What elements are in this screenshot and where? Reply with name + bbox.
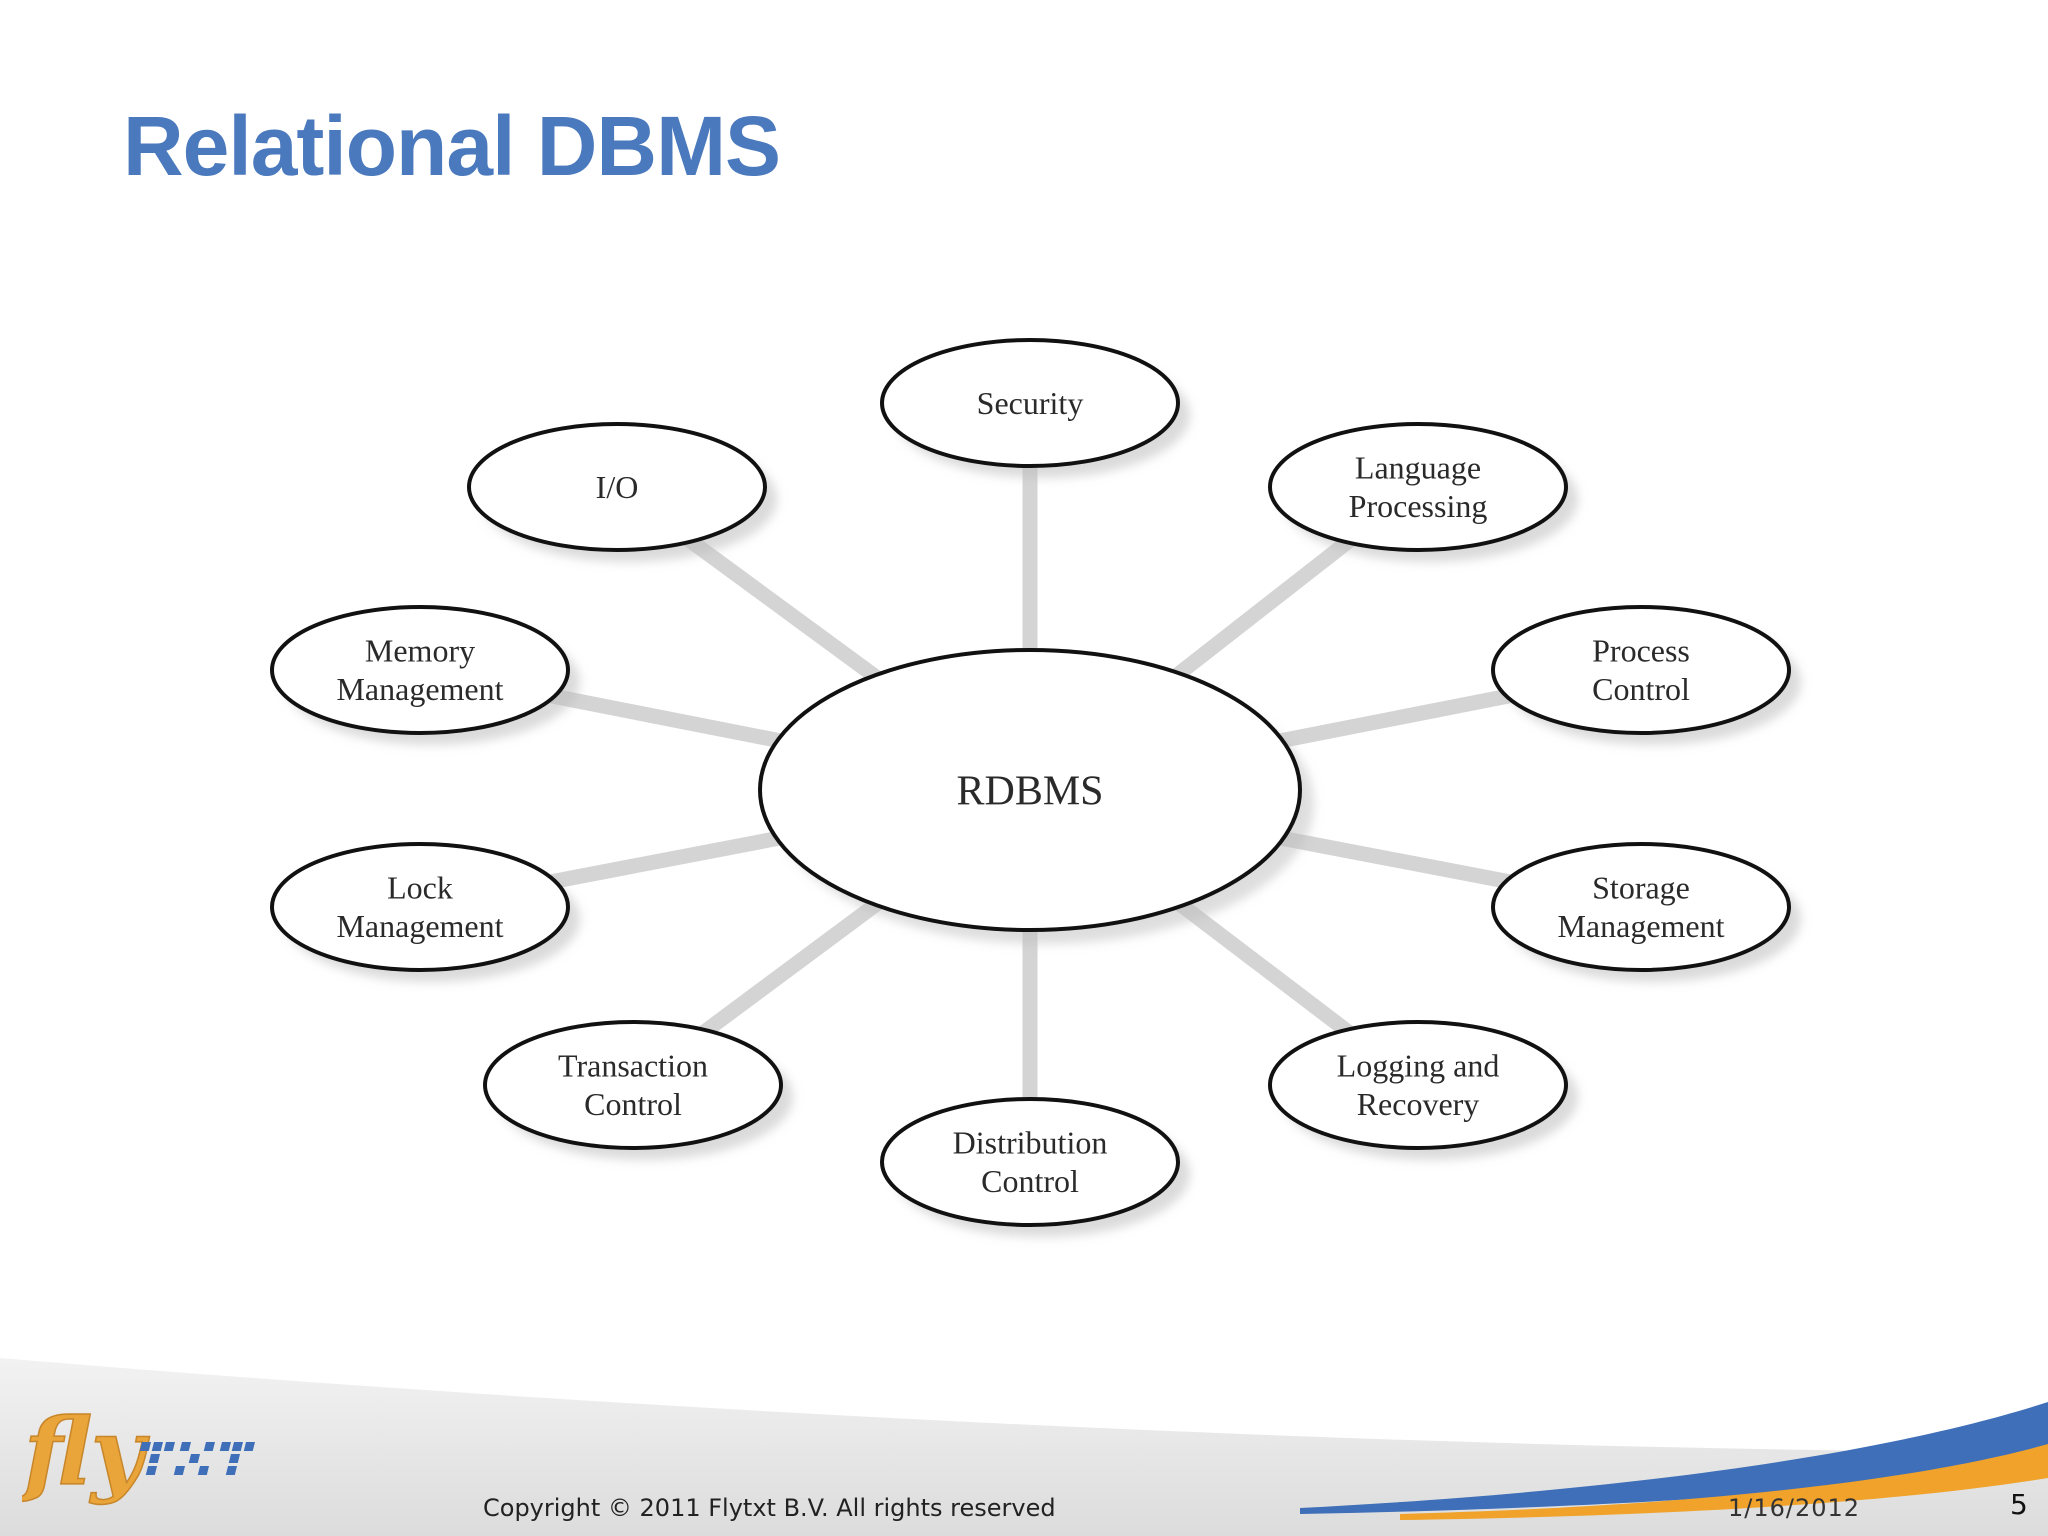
center-label-line: RDBMS (956, 768, 1103, 814)
svg-text:fly: fly (22, 1398, 150, 1506)
node-ellipse (1491, 842, 1791, 972)
node-ellipse (483, 1020, 783, 1150)
node-security-label-line: Security (977, 385, 1084, 421)
node-memory-management-label-line: Management (336, 671, 503, 707)
slide-title: Relational DBMS (123, 99, 781, 193)
node-ellipse (467, 422, 767, 552)
node-logging-and-recovery-label-line: Recovery (1357, 1086, 1480, 1122)
node-ellipse (1491, 605, 1791, 735)
flytxt-logo: fly (22, 1397, 255, 1507)
node-distribution-control-label-line: Distribution (953, 1125, 1108, 1161)
node-transaction-control-label-line: Control (584, 1086, 682, 1122)
node-storage-management-label-line: Storage (1592, 870, 1690, 906)
footer-orange-stripe (1400, 1444, 2048, 1520)
slide-date: 1/16/2012 (1728, 1494, 1861, 1522)
center-node: RDBMS (758, 648, 1314, 944)
node-process-control-label-line: Process (1592, 633, 1690, 669)
node-security: Security (880, 338, 1190, 478)
node-ellipse (880, 338, 1180, 468)
node-ellipse (270, 605, 570, 735)
node-language-processing-label-line: Language (1355, 450, 1481, 486)
node-process-control-label-line: Control (1592, 671, 1690, 707)
node-ellipse (270, 842, 570, 972)
copyright-text: Copyright © 2011 Flytxt B.V. All rights … (483, 1494, 1056, 1522)
page-number: 5 (2010, 1488, 2028, 1521)
node-ellipse (1268, 1020, 1568, 1150)
node-memory-management-label-line: Memory (365, 633, 475, 669)
node-distribution-control-label-line: Control (981, 1163, 1079, 1199)
node-ellipse (1268, 422, 1568, 552)
center-ellipse (758, 648, 1302, 932)
node-transaction-control-label-line: Transaction (558, 1048, 708, 1084)
node-io-label-line: I/O (596, 469, 639, 505)
node-language-processing-label-line: Processing (1349, 488, 1488, 524)
node-io: I/O (467, 422, 777, 562)
footer-swoosh (0, 1358, 2048, 1536)
node-ellipse (880, 1097, 1180, 1227)
node-lock-management-label-line: Management (336, 908, 503, 944)
node-logging-and-recovery-label-line: Logging and (1337, 1048, 1500, 1084)
node-storage-management-label-line: Management (1557, 908, 1724, 944)
node-lock-management-label-line: Lock (387, 870, 453, 906)
diagram-nodes: SecurityLanguageProcessingProcessControl… (270, 338, 1801, 1237)
